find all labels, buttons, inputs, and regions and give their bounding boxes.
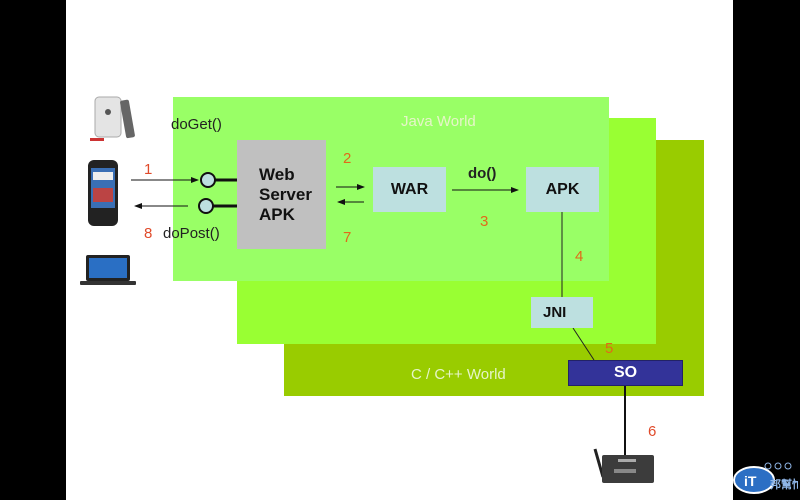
step-6: 6 bbox=[648, 423, 657, 440]
android-phone-icon bbox=[88, 160, 118, 226]
watermark-text: 邦幫忙 bbox=[770, 477, 798, 491]
web-server-line-3: APK bbox=[259, 204, 295, 224]
jni-so-line bbox=[572, 327, 595, 361]
step-1: 1 bbox=[144, 161, 153, 178]
laptop-icon bbox=[80, 255, 136, 285]
so-label: SO bbox=[613, 364, 638, 381]
doget-port-icon bbox=[200, 172, 216, 188]
ithome-watermark-logo: iT 邦幫忙 bbox=[733, 462, 798, 494]
step-4: 4 bbox=[575, 248, 584, 265]
web-server-line-1: Web bbox=[259, 164, 295, 184]
wireless-gateway-icon bbox=[593, 448, 654, 483]
watermark-it: iT bbox=[744, 473, 757, 489]
jni-label: JNI bbox=[543, 304, 567, 321]
step-2: 2 bbox=[343, 150, 352, 167]
dopost-port-icon bbox=[198, 198, 214, 214]
apk-label: APK bbox=[545, 180, 580, 198]
step-3: 3 bbox=[480, 213, 489, 230]
do-method-label: do() bbox=[468, 165, 497, 182]
dopost-label: doPost() bbox=[163, 225, 220, 242]
web-server-line-2: Server bbox=[259, 184, 312, 204]
jni-box: JNI bbox=[531, 297, 593, 328]
doget-label: doGet() bbox=[171, 116, 222, 133]
iphone-icon bbox=[90, 96, 135, 141]
step-5: 5 bbox=[605, 340, 614, 357]
web-server-apk-box: Web Server APK bbox=[237, 140, 326, 249]
war-box: WAR bbox=[373, 167, 446, 212]
c-world-label: C / C++ World bbox=[411, 366, 506, 383]
so-box: SO bbox=[568, 360, 683, 386]
java-world-label: Java World bbox=[401, 113, 476, 130]
war-label: WAR bbox=[390, 180, 429, 198]
step-7: 7 bbox=[343, 229, 352, 246]
step-8: 8 bbox=[144, 225, 153, 242]
apk-box: APK bbox=[526, 167, 599, 212]
